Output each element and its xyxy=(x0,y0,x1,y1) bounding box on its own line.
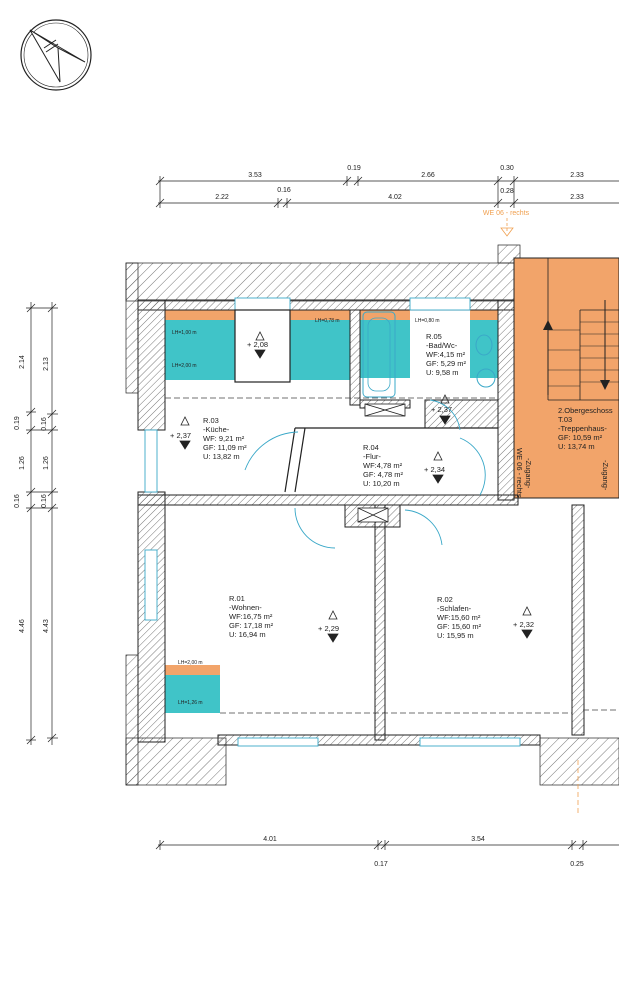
stair-access-1-unit: WE 06 - rechts xyxy=(515,448,524,498)
bottom-dimensions xyxy=(155,840,619,850)
dim-top-10: 2.33 xyxy=(570,194,584,201)
svg-text:GF: 5,29 m²: GF: 5,29 m² xyxy=(426,359,467,368)
svg-text:-Flur-: -Flur- xyxy=(363,452,381,461)
svg-text:GF: 11,09 m²: GF: 11,09 m² xyxy=(203,443,247,452)
svg-text:-Schlafen-: -Schlafen- xyxy=(437,604,472,613)
left-dimensions xyxy=(26,302,58,745)
level-kitchen: + 2,37 xyxy=(170,431,191,440)
dim-top-2: 0.19 xyxy=(347,165,361,172)
dim-left-9: 0.16 xyxy=(41,494,48,508)
dim-left-1: 2.14 xyxy=(19,355,26,369)
dim-top-6: 2.22 xyxy=(215,194,229,201)
dim-top-9: 0.28 xyxy=(500,188,514,195)
lh-bath: LH=0,80 m xyxy=(415,318,440,324)
svg-text:GF: 17,18 m²: GF: 17,18 m² xyxy=(229,621,274,630)
svg-text:-Wohnen-: -Wohnen- xyxy=(229,603,262,612)
level-kitchen-upper: + 2,08 xyxy=(247,340,268,349)
svg-text:R.01: R.01 xyxy=(229,594,245,603)
svg-text:U: 15,95 m: U: 15,95 m xyxy=(437,631,474,640)
dim-top-8: 4.02 xyxy=(388,194,402,201)
room-hall: R.04 -Flur- WF:4,78 m² GF: 4,78 m² U: 10… xyxy=(363,443,404,488)
level-marker-icons xyxy=(179,331,533,643)
svg-text:WF:16,75 m²: WF:16,75 m² xyxy=(229,612,273,621)
room-bath: R.05 -Bad/Wc- WF:4,15 m² GF: 5,29 m² U: … xyxy=(426,332,467,377)
svg-text:GF: 4,78 m²: GF: 4,78 m² xyxy=(363,470,404,479)
shaft-cross xyxy=(357,403,406,523)
dim-bottom-1: 4.01 xyxy=(263,836,277,843)
level-living: + 2,29 xyxy=(318,624,339,633)
svg-text:-Küche-: -Küche- xyxy=(203,425,230,434)
svg-text:R.02: R.02 xyxy=(437,595,453,604)
north-arrow-icon xyxy=(20,19,92,91)
room-kitchen: R.03 -Küche- WF: 9,21 m² GF: 11,09 m² U:… xyxy=(203,416,247,461)
svg-text:U: 9,58 m: U: 9,58 m xyxy=(426,368,459,377)
bathtub xyxy=(362,311,396,398)
dim-left-8: 1.26 xyxy=(43,456,50,470)
room-living: R.01 -Wohnen- WF:16,75 m² GF: 17,18 m² U… xyxy=(229,594,274,639)
stair-access-1: -Zugang- xyxy=(524,458,533,489)
svg-text:U: 10,20 m: U: 10,20 m xyxy=(363,479,400,488)
dim-left-6: 2.13 xyxy=(43,357,50,371)
top-dimensions xyxy=(155,176,619,208)
svg-text:WF: 9,21 m²: WF: 9,21 m² xyxy=(203,434,245,443)
svg-text:R.03: R.03 xyxy=(203,416,219,425)
svg-text:WF:4,78 m²: WF:4,78 m² xyxy=(363,461,403,470)
svg-text:U: 16,94 m: U: 16,94 m xyxy=(229,630,266,639)
roof-hatch xyxy=(125,244,619,786)
partitions xyxy=(234,309,498,493)
dim-bottom-3: 0.17 xyxy=(374,861,388,868)
dim-left-5: 4.46 xyxy=(19,619,26,633)
unit-label: WE 06 - rechts xyxy=(483,210,530,217)
svg-text:-Bad/Wc-: -Bad/Wc- xyxy=(426,341,458,350)
dim-top-5: 2.33 xyxy=(570,172,584,179)
walls xyxy=(137,299,585,746)
headroom-areas xyxy=(165,310,498,713)
lh-living-bottom: LH=1,26 m xyxy=(178,700,203,706)
dim-bottom-2: 3.54 xyxy=(471,836,485,843)
level-bath: + 2,37 xyxy=(431,405,452,414)
dim-top-4: 0.30 xyxy=(500,165,514,172)
dim-top-1: 3.53 xyxy=(248,172,262,179)
stair-name: -Treppenhaus- xyxy=(558,424,607,433)
stairwell xyxy=(513,257,619,499)
svg-text:U: 13,82 m: U: 13,82 m xyxy=(203,452,240,461)
dim-left-3: 1.26 xyxy=(19,456,26,470)
svg-text:WF:15,60 m²: WF:15,60 m² xyxy=(437,613,481,622)
svg-text:WF:4,15 m²: WF:4,15 m² xyxy=(426,350,466,359)
level-hall: + 2,34 xyxy=(424,465,445,474)
dim-left-4: 0.16 xyxy=(14,494,21,508)
svg-text:R.05: R.05 xyxy=(426,332,442,341)
stair-u: U: 13,74 m xyxy=(558,442,595,451)
toilet-icon xyxy=(475,334,496,388)
svg-text:R.04: R.04 xyxy=(363,443,379,452)
windows xyxy=(144,297,521,747)
dim-bottom-4: 0.25 xyxy=(570,861,584,868)
dim-top-7: 0.16 xyxy=(277,187,291,194)
room-bedroom: R.02 -Schlafen- WF:15,60 m² GF: 15,60 m²… xyxy=(437,595,482,640)
doors xyxy=(244,399,486,549)
lh-living-top: LH=2,00 m xyxy=(178,660,203,666)
stair-gf: GF: 10,59 m² xyxy=(558,433,603,442)
svg-text:GF: 15,60 m²: GF: 15,60 m² xyxy=(437,622,482,631)
dim-left-2: 0.19 xyxy=(14,416,21,430)
dim-top-3: 2.66 xyxy=(421,172,435,179)
stair-floor: 2.Obergeschoss xyxy=(558,406,613,415)
lh-kitchen-top: LH=1,00 m xyxy=(172,330,197,336)
level-bedroom: + 2,32 xyxy=(513,620,534,629)
dim-left-7: 0.16 xyxy=(41,417,48,431)
dim-left-10: 4.43 xyxy=(43,619,50,633)
lh-kitchen-bottom: LH=2,00 m xyxy=(172,363,197,369)
stair-access-2: -Zugang- xyxy=(601,460,610,491)
stair-id: T.03 xyxy=(558,415,572,424)
lh-kitchen-window: LH=0,78 m xyxy=(315,318,340,324)
hidden-lines xyxy=(165,397,619,714)
